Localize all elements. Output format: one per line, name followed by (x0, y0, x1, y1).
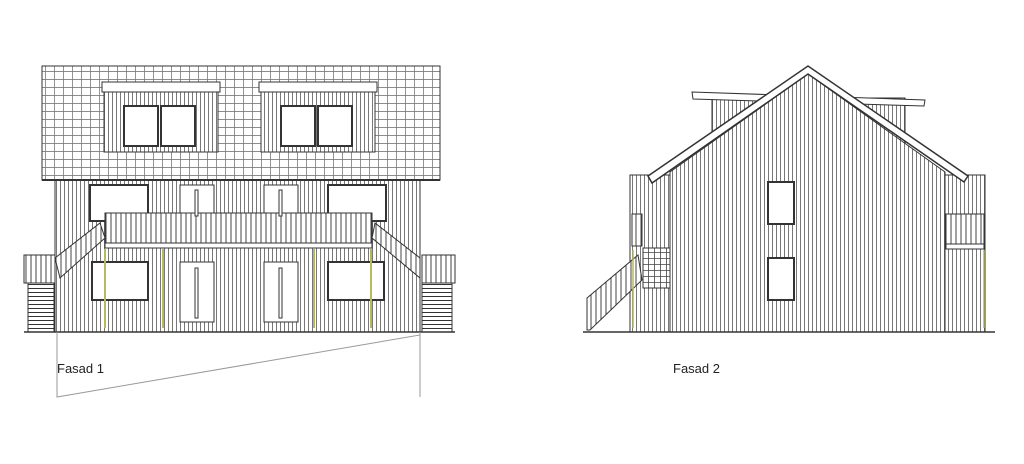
dormer-left (101, 81, 221, 153)
stair-right (371, 222, 421, 280)
stair-left (54, 222, 106, 279)
side-stair (586, 254, 643, 331)
facade-1 (23, 65, 456, 333)
facade-2-label: Fasad 2 (673, 361, 720, 376)
facade-2 (583, 65, 995, 333)
ground-line-1 (56, 332, 421, 398)
dormer-right (258, 81, 378, 153)
right-wing (944, 174, 986, 333)
balcony-railing (104, 212, 373, 244)
facade-1-label: Fasad 1 (57, 361, 104, 376)
gable-roof (647, 65, 970, 185)
